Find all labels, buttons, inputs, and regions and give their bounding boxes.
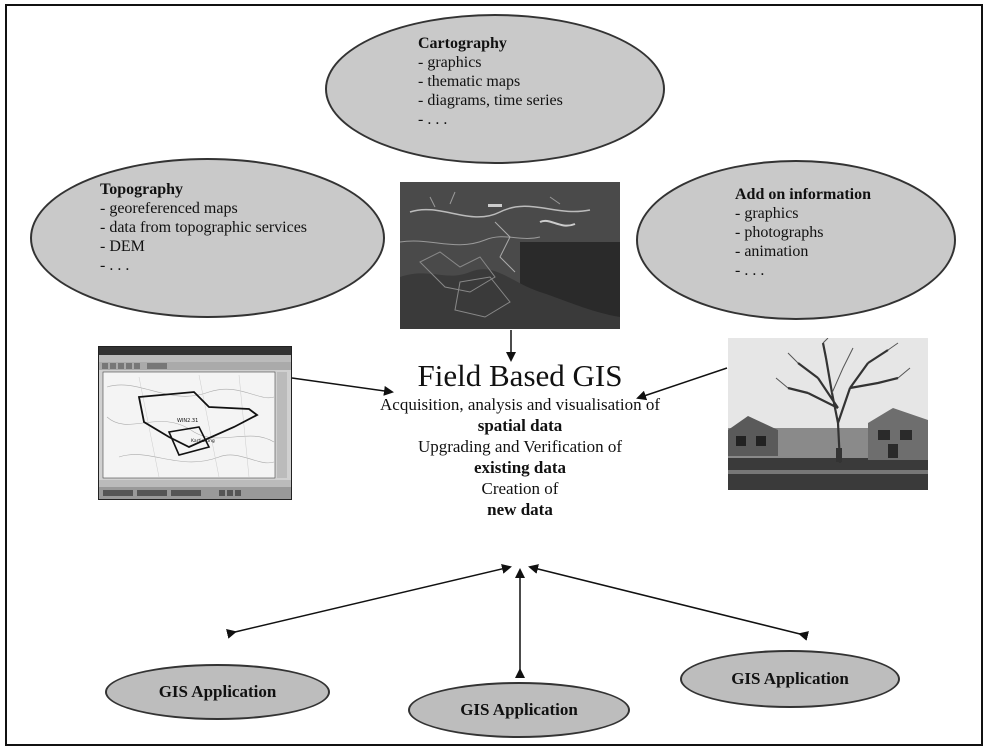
- tree-photograph: [728, 338, 928, 490]
- add-on-ellipse: [636, 160, 956, 320]
- cartography-item: - thematic maps: [418, 73, 521, 90]
- cartography-item: - graphics: [418, 54, 482, 71]
- center-line-4: existing data: [473, 458, 567, 477]
- arrow-photo-to-center: [636, 367, 728, 401]
- center-text-block: Field Based GIS Acquisition, analysis an…: [330, 358, 710, 520]
- center-line-1: Acquisition, analysis and visualisation …: [380, 395, 660, 414]
- gis-application-left-label: GIS Application: [158, 682, 277, 701]
- topography-item: - data from topographic services: [100, 219, 308, 236]
- add-on-item: - . . .: [735, 262, 765, 279]
- add-on-item: - photographs: [735, 224, 824, 241]
- gis-software-screenshot: WIN2.31 Kartierung: [98, 346, 292, 500]
- add-on-title: Add on information: [735, 186, 872, 203]
- center-line-5: Creation of: [481, 479, 559, 498]
- arrow-center-right-app: [528, 564, 809, 641]
- cartography-item: - . . .: [418, 111, 448, 128]
- center-line-3: Upgrading and Verification of: [417, 437, 623, 456]
- center-line-2: spatial data: [477, 416, 563, 435]
- topography-ellipse: [30, 158, 385, 318]
- cartography-item: - diagrams, time series: [418, 92, 563, 109]
- gis-application-middle-label: GIS Application: [460, 700, 578, 719]
- arrow-screenshot-to-center: [291, 377, 394, 396]
- svg-text:WIN2.31: WIN2.31: [177, 418, 198, 424]
- add-on-text: Add on information - graphics - photogra…: [735, 185, 871, 280]
- svg-text:Kartierung: Kartierung: [191, 438, 215, 444]
- add-on-item: - graphics: [735, 205, 799, 222]
- gis-application-right: GIS Application: [680, 650, 900, 708]
- topography-item: - georeferenced maps: [100, 200, 238, 217]
- arrow-center-left-app: [226, 563, 512, 639]
- gis-application-middle: GIS Application: [408, 682, 630, 738]
- topography-item: - . . .: [100, 257, 130, 274]
- cartography-title: Cartography: [418, 35, 507, 52]
- center-line-6: new data: [487, 500, 553, 519]
- add-on-item: - animation: [735, 243, 809, 260]
- topography-title: Topography: [100, 181, 183, 198]
- satellite-map-image: [400, 182, 620, 329]
- field-based-gis-title: Field Based GIS: [417, 358, 623, 393]
- topography-text: Topography - georeferenced maps - data f…: [100, 180, 307, 275]
- gis-application-left: GIS Application: [105, 664, 330, 720]
- topography-item: - DEM: [100, 238, 145, 255]
- cartography-ellipse: [325, 14, 665, 164]
- gis-application-right-label: GIS Application: [731, 669, 849, 688]
- cartography-text: Cartography - graphics - thematic maps -…: [418, 34, 563, 129]
